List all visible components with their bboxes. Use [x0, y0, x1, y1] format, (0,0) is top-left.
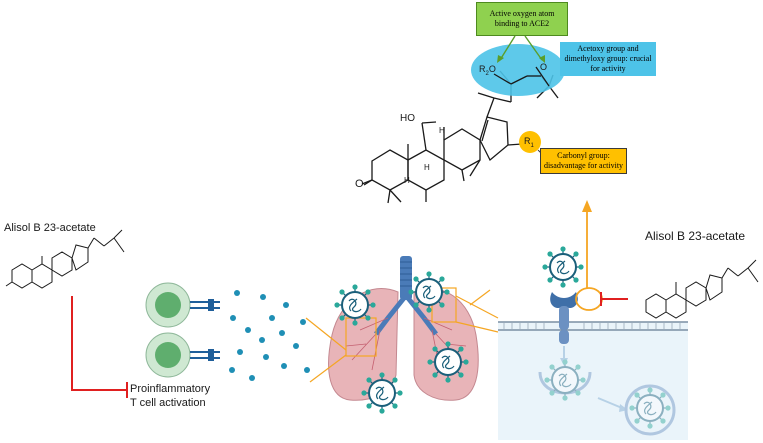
- r1-highlight: [519, 131, 541, 153]
- right-structure: [645, 259, 759, 319]
- ketone-oxygen-label: O: [355, 178, 364, 190]
- effect-label-line2: T cell activation: [130, 397, 206, 409]
- r2-label: R2O: [479, 64, 496, 77]
- ace2-receptor: [550, 292, 578, 344]
- hydroxyl-label: HO: [400, 113, 415, 124]
- r1-label: R1: [524, 136, 534, 149]
- cytokines: [229, 290, 310, 381]
- virus-particle: [426, 340, 470, 384]
- acetoxy-group-label: Acetoxy group and dimethyloxy group: cru…: [560, 42, 656, 76]
- ketone-bond: [363, 179, 373, 186]
- cell-panel: [498, 321, 688, 440]
- stereo-h-label: H: [404, 176, 410, 185]
- compound-label-left: Alisol B 23-acetate: [4, 222, 96, 234]
- virus-particle: [407, 270, 451, 314]
- compound-label-right: Alisol B 23-acetate: [645, 229, 746, 243]
- t-cells: [145, 282, 220, 378]
- virus-particle: [333, 283, 377, 327]
- epoxide-oxygen-label: O: [540, 62, 548, 72]
- active-oxygen-label: Active oxygen atom binding to ACE2: [476, 2, 568, 36]
- binding-site-oval: [575, 287, 603, 311]
- virus-particle: [541, 245, 585, 289]
- stereo-h-label: H: [424, 163, 430, 172]
- carbonyl-group-label: Carbonyl group: disadvantage for activit…: [540, 148, 627, 174]
- endocytosis: [538, 346, 676, 436]
- left-structure: [5, 229, 125, 289]
- effect-label-line1: Proinflammatory: [130, 383, 211, 395]
- sidechain-in-oval: [493, 66, 550, 87]
- stereo-h-label: H: [439, 126, 445, 135]
- virus-particle: [360, 371, 404, 415]
- lungs: [328, 256, 479, 401]
- green-arrows: [499, 35, 543, 61]
- left-inhibition: [71, 296, 128, 398]
- lung-callout-lines: [305, 287, 499, 383]
